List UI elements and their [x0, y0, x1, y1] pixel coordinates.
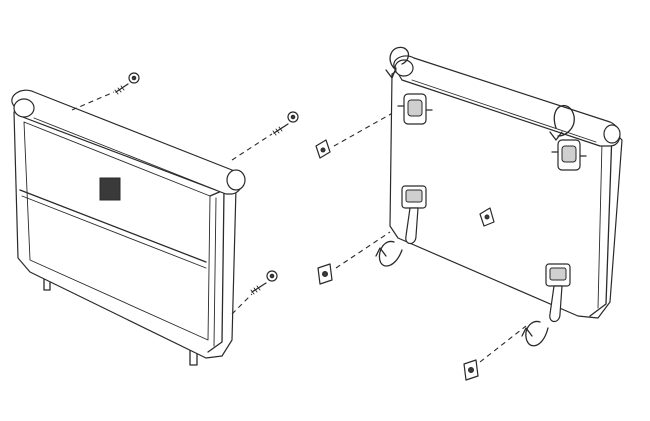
front-panel-side-depth: [207, 189, 225, 353]
screw-upper-right: [272, 111, 299, 136]
front-panel-inner-border: [23, 121, 211, 341]
screw-top: [114, 72, 140, 95]
rear-fastener: [479, 207, 495, 227]
clip-loose-bottom: [463, 359, 479, 381]
front-panel-leg-right: [189, 344, 198, 366]
leader-line: [71, 91, 115, 111]
leader-line: [231, 133, 273, 161]
rear-panel: [389, 55, 623, 319]
rotation-arrow: [549, 105, 575, 141]
rear-panel-top-bar: [393, 55, 621, 147]
rotation-arrow: [385, 46, 410, 79]
screw-lower-right: [250, 270, 278, 295]
front-panel-top-bar: [11, 89, 243, 195]
rear-panel-bar-end-right: [603, 124, 621, 144]
leader-line: [231, 293, 253, 315]
bracket-top-right: [551, 139, 587, 171]
leader-line: [333, 109, 399, 147]
leader-line: [335, 231, 391, 269]
front-panel-bar-end-left: [13, 98, 35, 118]
rear-panel-bar-end-left: [394, 59, 414, 77]
front-panel: [11, 89, 246, 366]
front-panel-bar-end-right: [226, 169, 246, 191]
hook-bottom-left: [401, 185, 427, 245]
leader-line: [479, 325, 527, 363]
clip-loose-lower: [317, 263, 333, 285]
rotation-arrow: [375, 240, 403, 267]
bracket-top-left: [397, 93, 433, 125]
clip-loose-upper: [315, 139, 331, 159]
logo-badge: [99, 177, 121, 201]
front-panel-divider: [19, 189, 207, 263]
hook-bottom-right: [545, 263, 571, 323]
rotation-arrow: [521, 320, 549, 347]
